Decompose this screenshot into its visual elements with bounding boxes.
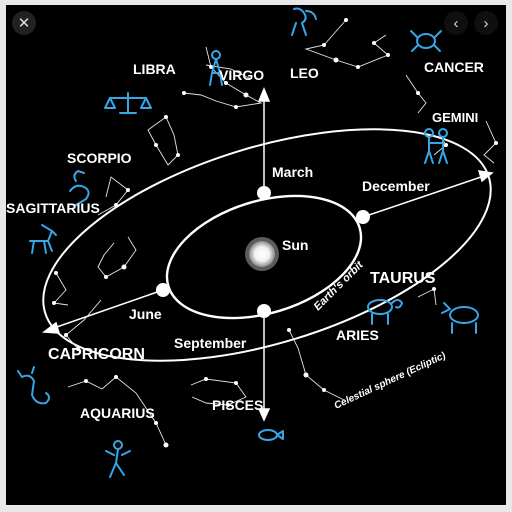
cancer-figure-icon bbox=[410, 30, 442, 52]
virgo-figure-icon bbox=[209, 50, 223, 86]
stars bbox=[52, 18, 498, 448]
direction-arrows bbox=[41, 87, 494, 422]
label-scorpio: SCORPIO bbox=[67, 150, 132, 166]
earth-december-dot bbox=[356, 210, 370, 224]
aries-figure-icon bbox=[367, 299, 403, 325]
label-aquarius: AQUARIUS bbox=[80, 405, 155, 421]
celestial-sphere-ellipse bbox=[42, 128, 492, 362]
earth-september-dot bbox=[257, 304, 271, 318]
libra-figure-icon bbox=[104, 92, 152, 114]
gemini-figure-icon bbox=[424, 128, 448, 164]
close-icon: ✕ bbox=[17, 15, 31, 32]
label-taurus: TAURUS bbox=[370, 270, 436, 287]
label-december: December bbox=[362, 178, 430, 194]
label-libra: LIBRA bbox=[133, 61, 176, 77]
label-gemini: GEMINI bbox=[432, 110, 478, 125]
label-capricorn: CAPRICORN bbox=[48, 346, 145, 363]
sagittarius-figure-icon bbox=[29, 224, 57, 254]
earth-june-dot bbox=[156, 283, 170, 297]
taurus-figure-icon bbox=[441, 302, 479, 334]
label-celestial-sphere: Celestial sphere (Ecliptic) bbox=[333, 350, 449, 412]
label-earth-orbit: Earth's orbit bbox=[312, 258, 367, 313]
zodiac-diagram: LIBRA VIRGO LEO CANCER GEMINI SCORPIO SA… bbox=[6, 7, 498, 478]
label-pisces: PISCES bbox=[212, 397, 263, 413]
leo-figure-icon bbox=[291, 7, 317, 36]
previous-image-button[interactable]: ‹ bbox=[444, 11, 468, 35]
label-june: June bbox=[129, 306, 162, 322]
label-march: March bbox=[272, 164, 313, 180]
capricorn-figure-icon bbox=[17, 366, 50, 405]
label-sagittarius: SAGITTARIUS bbox=[6, 200, 100, 216]
label-sun: Sun bbox=[282, 237, 308, 253]
next-image-button[interactable]: › bbox=[474, 11, 498, 35]
label-leo: LEO bbox=[290, 65, 319, 81]
sun-icon bbox=[245, 237, 279, 271]
pisces-figure-icon bbox=[258, 429, 284, 441]
label-aries: ARIES bbox=[336, 327, 379, 343]
earth-march-dot bbox=[257, 186, 271, 200]
label-cancer: CANCER bbox=[424, 59, 484, 75]
scorpio-figure-icon bbox=[69, 170, 90, 206]
chevron-left-icon: ‹ bbox=[453, 14, 459, 32]
label-september: September bbox=[174, 335, 247, 351]
constellation-patterns bbox=[53, 19, 497, 446]
zodiac-diagram-image: LIBRA VIRGO LEO CANCER GEMINI SCORPIO SA… bbox=[6, 5, 506, 505]
label-virgo: VIRGO bbox=[219, 67, 264, 83]
chevron-right-icon: › bbox=[483, 14, 489, 32]
aquarius-figure-icon bbox=[105, 440, 131, 478]
close-button[interactable]: ✕ bbox=[12, 11, 36, 35]
